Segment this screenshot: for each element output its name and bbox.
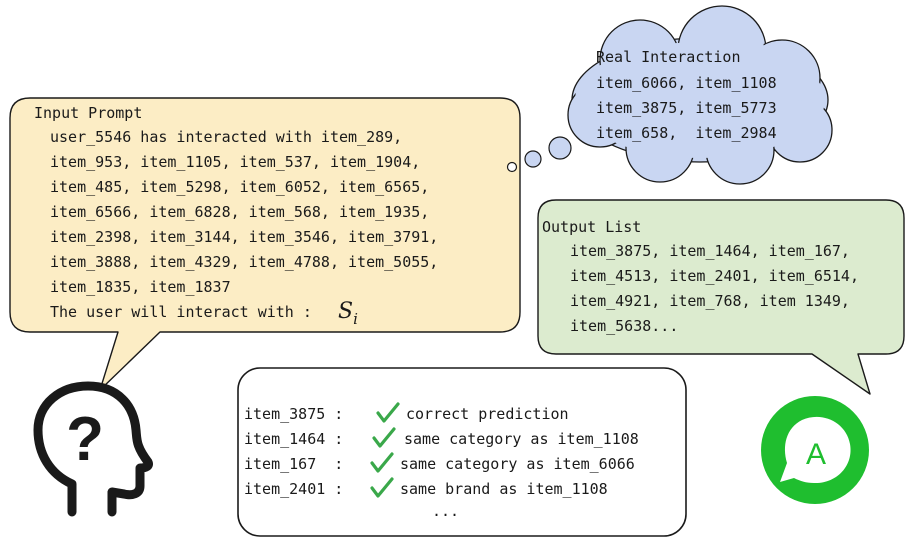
output-line: item_3875, item_1464, item_167, — [570, 242, 850, 260]
eval-item: item_3875 : — [244, 405, 343, 423]
thought-cloud — [567, 5, 833, 185]
eval-item: item_167 : — [244, 455, 343, 473]
real-line: item_6066, item_1108 — [596, 74, 777, 92]
real-line: item_3875, item_5773 — [596, 99, 777, 117]
assistant-chat-icon: A — [761, 396, 869, 504]
prompt-bubble — [9, 97, 521, 391]
check-icon — [376, 402, 400, 423]
check-icon — [370, 477, 394, 498]
prompt-line: item_1835, item_1837 — [50, 278, 231, 296]
head-question-icon: ? — [33, 381, 153, 517]
thought-dot-large — [548, 136, 572, 160]
output-line: item_4921, item_768, item 1349, — [570, 292, 850, 310]
output-line: item_5638... — [570, 317, 678, 335]
question-mark: ? — [66, 405, 104, 474]
evaluation-box — [237, 367, 687, 537]
prompt-line: item_485, item_5298, item_6052, item_656… — [50, 178, 429, 196]
prompt-line: item_3888, item_4329, item_4788, item_50… — [50, 253, 438, 271]
prompt-line: item_953, item_1105, item_537, item_1904… — [50, 153, 420, 171]
prompt-line: user_5546 has interacted with item_289, — [50, 128, 402, 146]
eval-note: same category as item_1108 — [404, 430, 639, 448]
real-title: Real Interaction — [596, 48, 741, 66]
output-line: item_4513, item_2401, item_6514, — [570, 267, 859, 285]
prompt-symbol: Si — [338, 299, 358, 328]
eval-note: same category as item_6066 — [400, 455, 635, 473]
thought-dot-medium — [524, 150, 542, 168]
eval-note: correct prediction — [406, 405, 569, 423]
assistant-letter: A — [806, 438, 826, 471]
check-icon — [370, 452, 394, 473]
eval-item: item_1464 : — [244, 430, 343, 448]
real-line: item_658, item_2984 — [596, 124, 777, 142]
prompt-line: item_2398, item_3144, item_3546, item_37… — [50, 228, 438, 246]
eval-ellipsis: ... — [432, 502, 459, 520]
output-title: Output List — [542, 218, 641, 236]
prompt-title: Input Prompt — [34, 104, 142, 122]
output-bubble — [537, 199, 905, 395]
check-icon — [372, 427, 396, 448]
prompt-final-line: The user will interact with : — [50, 303, 312, 321]
prompt-line: item_6566, item_6828, item_568, item_193… — [50, 203, 429, 221]
eval-item: item_2401 : — [244, 480, 343, 498]
eval-note: same brand as item_1108 — [400, 480, 608, 498]
thought-dot-small — [506, 161, 518, 173]
